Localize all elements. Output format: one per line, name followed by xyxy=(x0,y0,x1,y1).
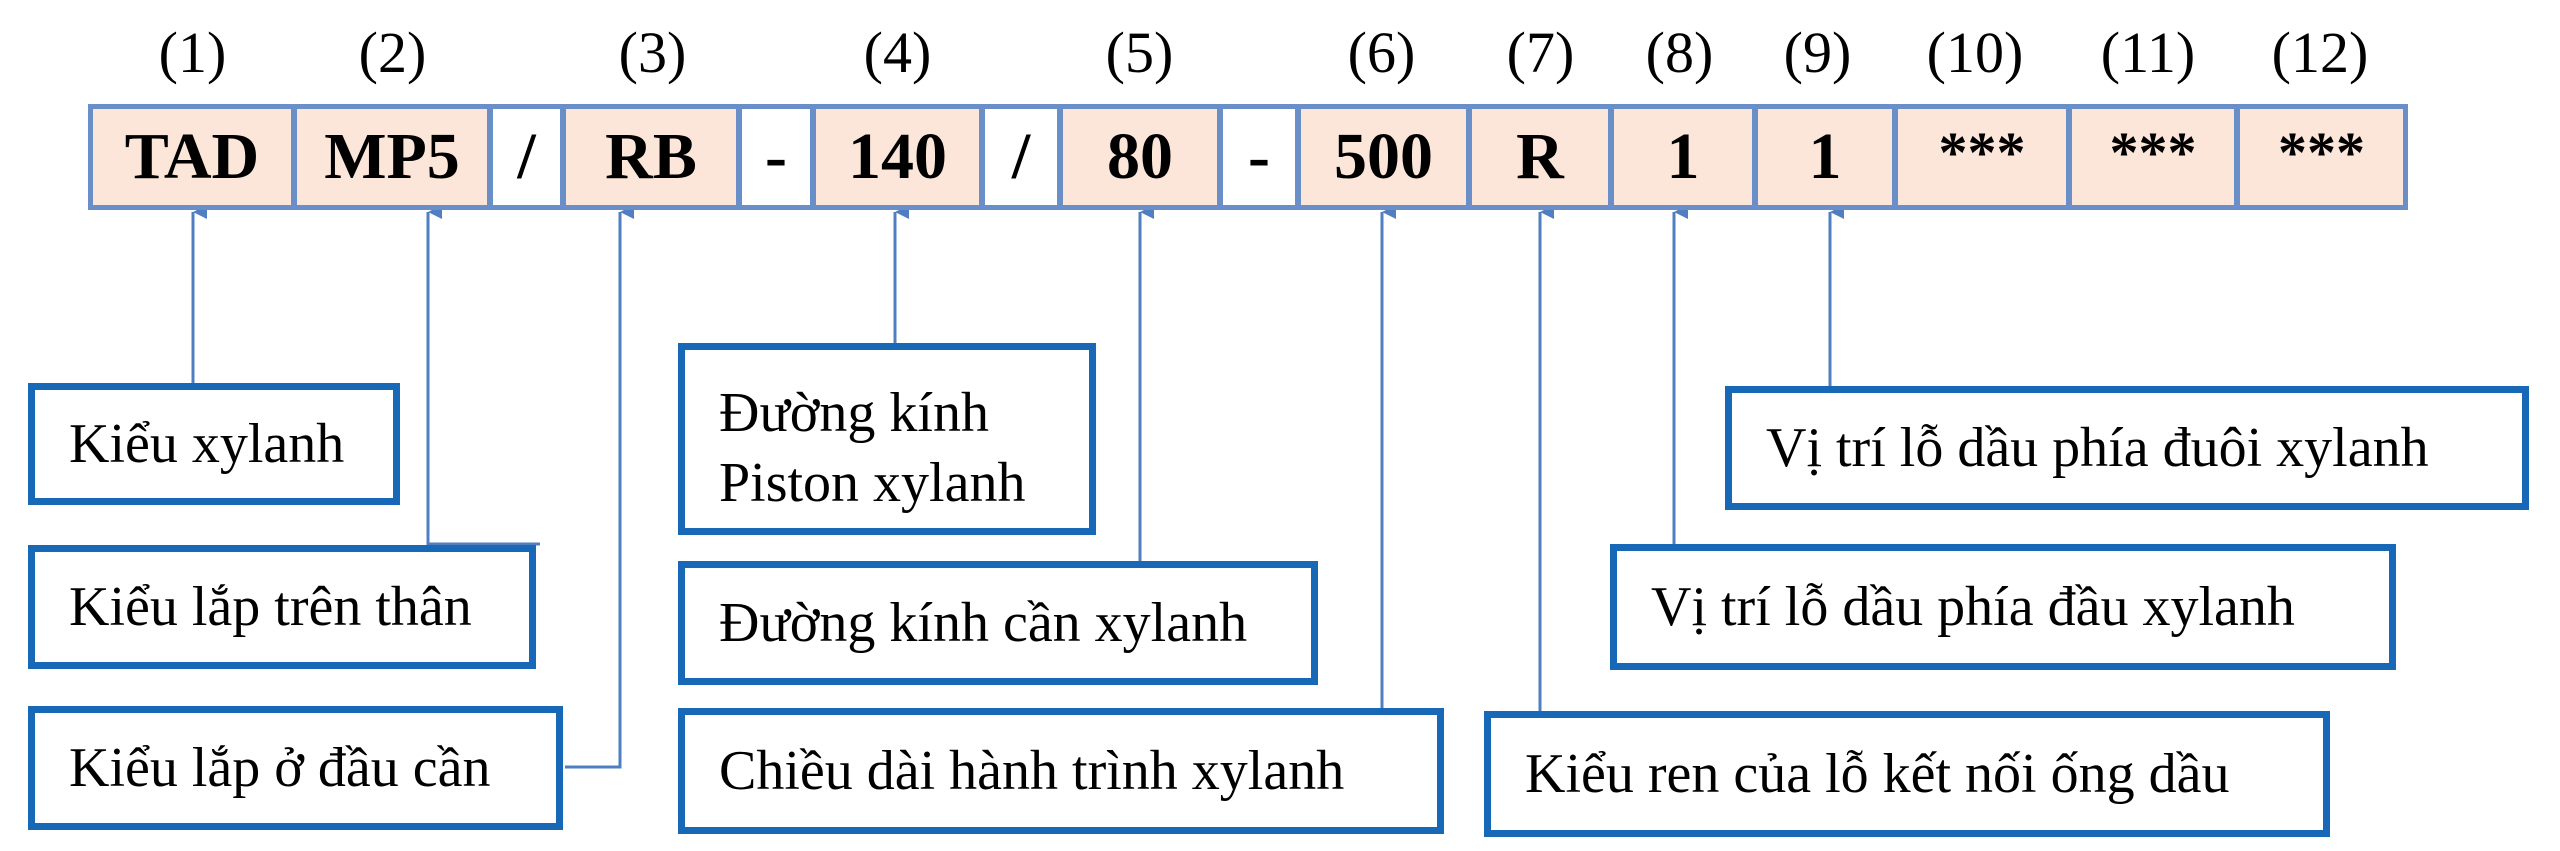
code-separator-slash: / xyxy=(488,104,565,210)
label-duong-kinh-piston: Đường kính Piston xylanh xyxy=(678,343,1096,535)
code-cell-10: *** xyxy=(1893,104,2071,210)
label-kieu-lap-tren-than: Kiểu lắp trên thân xyxy=(28,545,536,669)
code-cell-9: 1 xyxy=(1753,104,1897,210)
code-separator-dash: - xyxy=(1218,104,1300,210)
label-kieu-lap-o-dau-can: Kiểu lắp ở đầu cần xyxy=(28,706,563,830)
code-separator-dash: - xyxy=(737,104,815,210)
index-11: (11) xyxy=(2100,20,2196,85)
label-text: Chiều dài hành trình xylanh xyxy=(719,740,1345,802)
label-vi-tri-dau: Vị trí lỗ dầu phía đầu xylanh xyxy=(1610,544,2396,670)
index-1: (1) xyxy=(158,20,227,85)
index-6: (6) xyxy=(1347,20,1416,85)
code-cell-8: 1 xyxy=(1609,104,1757,210)
index-8: (8) xyxy=(1645,20,1714,85)
index-7: (7) xyxy=(1506,20,1575,85)
code-cell-500: 500 xyxy=(1296,104,1471,210)
code-cell-tad: TAD xyxy=(88,104,296,210)
label-kieu-xylanh: Kiểu xylanh xyxy=(28,383,400,505)
code-separator-slash: / xyxy=(980,104,1062,210)
label-text-line-1: Đường kính xyxy=(719,382,989,444)
code-cell-12: *** xyxy=(2235,104,2408,210)
label-text: Kiểu lắp ở đầu cần xyxy=(69,737,491,799)
connector-3 xyxy=(565,205,634,769)
label-chieu-dai-hanh-trinh: Chiều dài hành trình xylanh xyxy=(678,708,1444,834)
code-cell-140: 140 xyxy=(811,104,984,210)
label-text-line-2: Piston xylanh xyxy=(719,452,1026,514)
index-4: (4) xyxy=(863,20,932,85)
index-9: (9) xyxy=(1783,20,1852,85)
label-text: Đường kính cần xylanh xyxy=(719,592,1248,654)
code-cell-11: *** xyxy=(2067,104,2239,210)
label-vi-tri-duoi: Vị trí lỗ dầu phía đuôi xylanh xyxy=(1725,386,2529,510)
code-cell-rb: RB xyxy=(561,104,741,210)
code-cell-r: R xyxy=(1467,104,1613,210)
label-text: Kiểu ren của lỗ kết nối ống dầu xyxy=(1525,743,2230,805)
index-3: (3) xyxy=(618,20,687,85)
index-5: (5) xyxy=(1105,20,1174,85)
index-2: (2) xyxy=(358,20,427,85)
label-text: Kiểu lắp trên thân xyxy=(69,576,472,638)
label-kieu-ren: Kiểu ren của lỗ kết nối ống dầu xyxy=(1484,711,2330,837)
connector-2 xyxy=(426,205,540,546)
index-12: (12) xyxy=(2271,20,2369,85)
code-cell-mp5: MP5 xyxy=(292,104,492,210)
label-text: Kiểu xylanh xyxy=(69,413,345,475)
index-10: (10) xyxy=(1926,20,2024,85)
code-cell-80: 80 xyxy=(1058,104,1222,210)
label-duong-kinh-can: Đường kính cần xylanh xyxy=(678,561,1318,685)
label-text: Vị trí lỗ dầu phía đuôi xylanh xyxy=(1766,417,2429,479)
label-text: Vị trí lỗ dầu phía đầu xylanh xyxy=(1651,576,2295,638)
